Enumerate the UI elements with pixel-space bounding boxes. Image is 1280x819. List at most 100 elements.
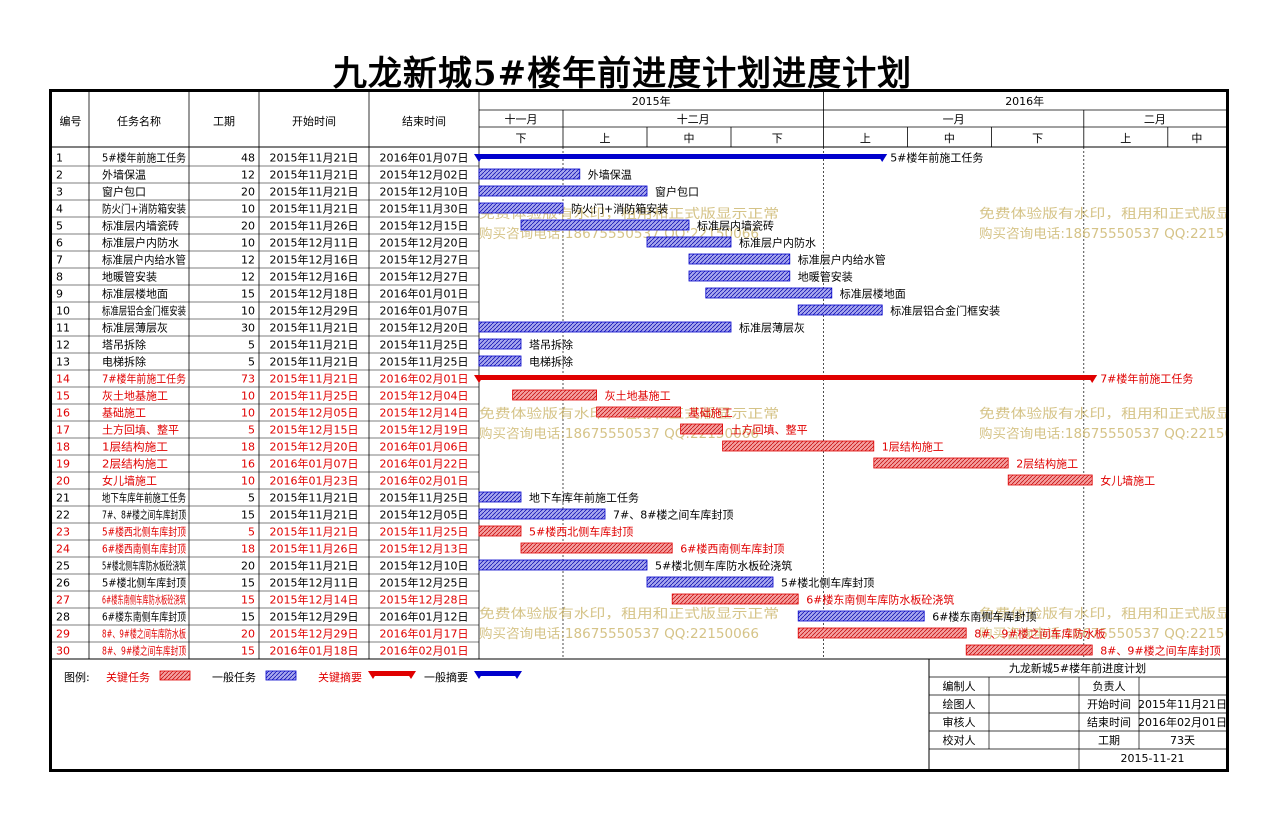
info-cell: 2016年02月01日 — [1138, 715, 1226, 729]
task-name: 灰土地基施工 — [102, 389, 168, 403]
task-id: 18 — [56, 441, 70, 454]
task-bar — [520, 219, 690, 231]
legend-task-swatch — [159, 670, 191, 681]
task-duration: 20 — [241, 220, 255, 233]
task-id: 7 — [56, 254, 63, 267]
task-end: 2015年12月14日 — [380, 406, 469, 420]
task-bar — [797, 610, 925, 622]
task-start: 2015年12月18日 — [270, 287, 359, 301]
task-name: 标准层楼地面 — [102, 287, 168, 301]
task-name: 标准层户内给水管 — [102, 253, 186, 267]
task-bar — [873, 457, 1009, 469]
bar-label: 电梯拆除 — [529, 355, 573, 369]
task-start: 2015年12月29日 — [270, 610, 359, 624]
task-end: 2015年12月02日 — [380, 168, 469, 182]
task-start: 2015年11月25日 — [270, 389, 359, 403]
task-start: 2015年11月21日 — [270, 202, 359, 216]
task-end: 2015年12月13日 — [380, 542, 469, 556]
watermark-line1: 免费体验版有水印，租用和正式版显示正常 — [979, 206, 1226, 222]
task-bar — [680, 423, 723, 435]
task-bar — [705, 287, 833, 299]
task-end: 2016年01月07日 — [380, 151, 469, 165]
bar-label: 窗户包口 — [655, 185, 699, 199]
period-label: 下 — [1032, 132, 1043, 145]
task-end: 2015年12月19日 — [380, 423, 469, 437]
legend-label: 图例: — [64, 670, 90, 684]
task-bar — [478, 202, 564, 214]
task-duration: 12 — [241, 254, 255, 267]
watermark-line2: 购买咨询电话:18675550537 QQ:22150066 — [979, 626, 1226, 642]
task-duration: 10 — [241, 203, 255, 216]
period-label: 下 — [516, 132, 527, 145]
bar-label: 5#楼北侧车库防水板砼浇筑 — [655, 559, 792, 573]
task-end: 2015年11月25日 — [380, 525, 469, 539]
task-name: 地下车库年前施工任务 — [102, 491, 186, 505]
info-cell: 校对人 — [943, 733, 976, 747]
task-duration: 10 — [241, 305, 255, 318]
legend-summary-marker — [512, 671, 522, 679]
summary-end-marker — [1087, 375, 1098, 383]
task-end: 2015年12月25日 — [380, 576, 469, 590]
task-start: 2015年11月21日 — [270, 355, 359, 369]
task-bar — [512, 389, 598, 401]
watermark-line2: 购买咨询电话:18675550537 QQ:22150066 — [979, 426, 1226, 442]
task-bar — [646, 576, 774, 588]
bar-label: 7#、8#楼之间车库封顶 — [613, 508, 733, 522]
task-start: 2016年01月07日 — [270, 457, 359, 471]
info-cell: 2015年11月21日 — [1138, 697, 1226, 711]
task-id: 8 — [56, 271, 63, 284]
month-label: 一月 — [943, 113, 965, 126]
task-duration: 18 — [241, 543, 255, 556]
bar-label: 5#楼西北侧车库封顶 — [529, 525, 633, 539]
period-label: 中 — [684, 132, 695, 145]
task-id: 22 — [56, 509, 70, 522]
task-name: 塔吊拆除 — [102, 338, 146, 352]
task-duration: 5 — [248, 424, 255, 437]
task-duration: 15 — [241, 288, 255, 301]
task-id: 19 — [56, 458, 70, 471]
task-id: 28 — [56, 611, 70, 624]
task-end: 2015年12月27日 — [380, 270, 469, 284]
task-duration: 15 — [241, 645, 255, 658]
bar-label: 塔吊拆除 — [529, 338, 573, 352]
watermark-line2: 购买咨询电话:18675550537 QQ:22150066 — [979, 226, 1226, 242]
task-bar — [478, 559, 648, 571]
task-name: 2层结构施工 — [102, 457, 168, 471]
period-label: 下 — [772, 132, 783, 145]
task-start: 2015年11月21日 — [270, 559, 359, 573]
task-duration: 5 — [248, 492, 255, 505]
legend-summary-marker — [406, 671, 416, 679]
info-cell: 负责人 — [1093, 679, 1126, 693]
task-id: 12 — [56, 339, 70, 352]
task-bar — [671, 593, 799, 605]
task-end: 2016年02月01日 — [380, 644, 469, 658]
bar-label: 6#楼西南侧车库封顶 — [680, 542, 784, 556]
task-duration: 20 — [241, 186, 255, 199]
task-start: 2015年11月21日 — [270, 151, 359, 165]
task-duration: 30 — [241, 322, 255, 335]
bar-label: 标准层户内防水 — [739, 236, 816, 250]
bar-label: 标准层楼地面 — [840, 287, 906, 301]
task-end: 2015年11月25日 — [380, 491, 469, 505]
watermark-line1: 免费体验版有水印，租用和正式版显示正常 — [979, 406, 1226, 422]
task-start: 2015年12月11日 — [270, 576, 359, 590]
task-end: 2016年01月12日 — [380, 610, 469, 624]
task-duration: 48 — [241, 152, 255, 165]
task-name: 电梯拆除 — [102, 355, 146, 369]
task-start: 2015年11月26日 — [270, 219, 359, 233]
task-name: 5#楼西北侧车库封顶 — [102, 525, 186, 539]
task-id: 1 — [56, 152, 63, 165]
task-start: 2015年11月21日 — [270, 508, 359, 522]
task-bar — [478, 508, 606, 520]
task-bar — [965, 644, 1093, 656]
task-duration: 12 — [241, 271, 255, 284]
task-name: 外墙保温 — [102, 168, 146, 182]
task-end: 2015年12月10日 — [380, 185, 469, 199]
legend-summary-swatch — [372, 671, 412, 676]
task-start: 2015年11月21日 — [270, 185, 359, 199]
task-start: 2015年11月21日 — [270, 525, 359, 539]
task-name: 标准层内墙瓷砖 — [102, 219, 179, 233]
task-duration: 5 — [248, 356, 255, 369]
info-cell: 编制人 — [943, 679, 976, 693]
task-end: 2015年11月30日 — [380, 202, 469, 216]
